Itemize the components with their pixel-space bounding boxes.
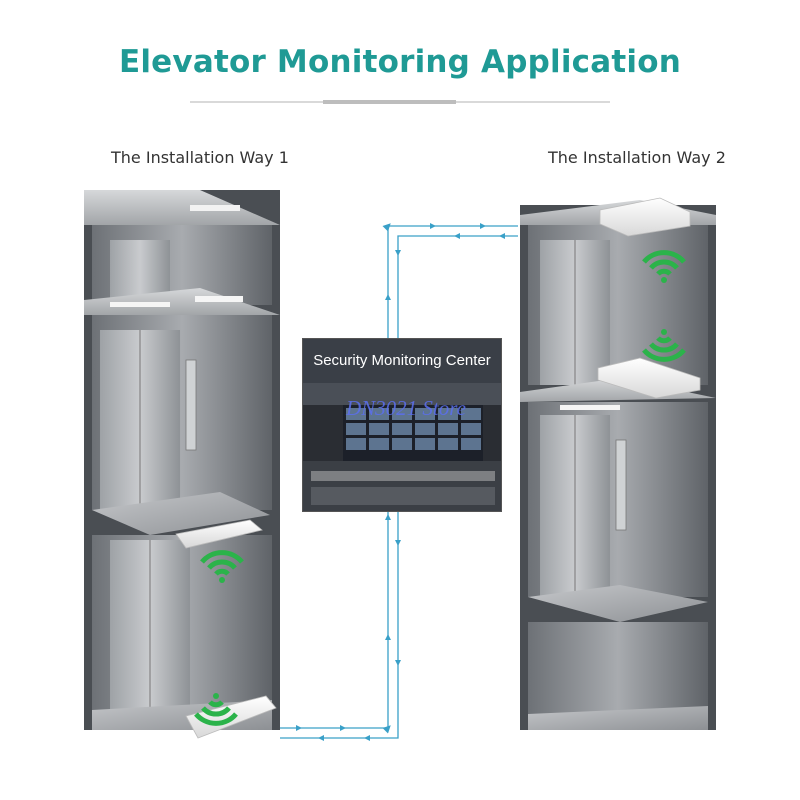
elevator-shaft-2 — [520, 200, 716, 730]
installation-way-1-label: The Installation Way 1 — [111, 148, 289, 167]
installation-way-2-label: The Installation Way 2 — [548, 148, 726, 167]
wireless-bridge-device-car-1 — [175, 519, 263, 549]
security-monitoring-center-panel: Security Monitoring Center — [302, 338, 502, 512]
store-watermark: DN3021 Store — [346, 396, 466, 420]
wifi-signal-icon — [642, 329, 686, 362]
control-room-photo — [303, 383, 501, 511]
page-title: Elevator Monitoring Application — [118, 44, 681, 80]
wireless-bridge-device-car-2 — [597, 357, 701, 399]
monitoring-center-label: Security Monitoring Center — [303, 339, 501, 383]
wireless-bridge-device-shaft-top-2 — [599, 197, 691, 237]
elevator-shaft-1 — [84, 190, 280, 730]
wifi-signal-icon — [200, 550, 244, 583]
wifi-signal-icon — [642, 250, 686, 283]
title-divider-accent — [323, 100, 456, 104]
wifi-signal-icon — [194, 693, 238, 726]
